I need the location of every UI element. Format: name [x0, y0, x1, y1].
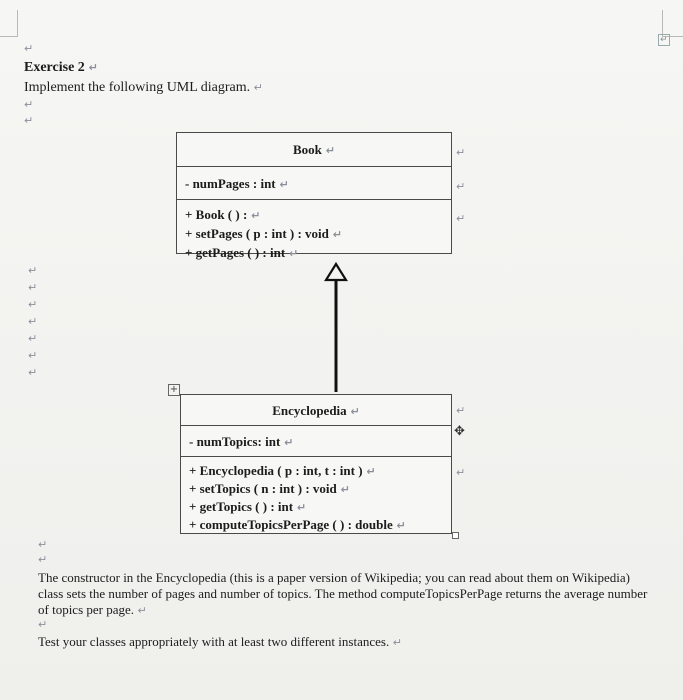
paragraph-mark-icon: ↵	[24, 114, 34, 127]
paragraph-mark-icon: ↵	[28, 349, 38, 362]
encyclopedia-class-name: Encyclopedia ↵	[181, 395, 451, 426]
paragraph-marks-column: ↵ ↵ ↵ ↵ ↵ ↵ ↵	[28, 262, 37, 381]
paragraph-mark-icon: ↵	[38, 553, 48, 566]
margin-corner-mark	[662, 36, 683, 37]
book-class-name: Book ↵	[177, 133, 451, 167]
encyclopedia-method: + computeTopicsPerPage ( ) : double ↵	[189, 517, 406, 532]
book-method: + Book ( ) : ↵	[185, 207, 261, 222]
paragraph-mark-icon: ↵	[28, 366, 38, 379]
book-method: + setPages ( p : int ) : void ↵	[185, 226, 342, 241]
encyclopedia-method: + setTopics ( n : int ) : void ↵	[189, 481, 350, 496]
encyclopedia-method: + getTopics ( ) : int ↵	[189, 499, 307, 514]
book-class-box: Book ↵ - numPages : int ↵ + Book ( ) : ↵…	[176, 132, 452, 260]
encyclopedia-attributes: - numTopics: int ↵	[181, 426, 451, 457]
book-method: + getPages ( ) : int ↵	[185, 245, 299, 260]
margin-corner-mark	[17, 10, 18, 36]
cell-end-mark-icon: ↵	[456, 180, 466, 193]
paragraph-mark-icon: ↵	[28, 315, 38, 328]
cell-end-mark-icon: ↵	[456, 466, 466, 479]
anchor-icon: ↵	[658, 34, 670, 46]
paragraph-mark-icon: ↵	[28, 281, 38, 294]
encyclopedia-method: + Encyclopedia ( p : int, t : int ) ↵	[189, 463, 376, 478]
table-resize-handle-icon[interactable]	[452, 532, 459, 539]
paragraph-mark-icon: ↵	[38, 618, 48, 631]
margin-corner-mark	[0, 36, 18, 37]
encyclopedia-methods: + Encyclopedia ( p : int, t : int ) ↵ + …	[181, 457, 451, 534]
cell-end-mark-icon: ↵	[456, 146, 466, 159]
inheritance-arrow-icon	[324, 261, 348, 392]
cell-end-mark-icon: ↵	[456, 212, 466, 225]
book-attributes: - numPages : int ↵	[177, 167, 451, 200]
cell-end-mark-icon: ↵	[456, 404, 466, 417]
cursor-move-icon: ✥	[454, 424, 465, 439]
paragraph-mark-icon: ↵	[24, 42, 34, 55]
book-methods: + Book ( ) : ↵ + setPages ( p : int ) : …	[177, 200, 451, 263]
table-move-handle-icon[interactable]: +	[168, 384, 180, 396]
margin-corner-mark	[662, 10, 663, 36]
exercise-title: Exercise 2 ↵	[24, 60, 98, 75]
paragraph-mark-icon: ↵	[28, 332, 38, 345]
exercise-instruction: Implement the following UML diagram. ↵	[24, 80, 263, 95]
description-paragraph: The constructor in the Encyclopedia (thi…	[38, 570, 648, 617]
paragraph-mark-icon: ↵	[28, 298, 38, 311]
paragraph-mark-icon: ↵	[38, 538, 48, 551]
test-note: Test your classes appropriately with at …	[38, 634, 402, 649]
paragraph-mark-icon: ↵	[28, 264, 38, 277]
paragraph-mark-icon: ↵	[24, 98, 34, 111]
encyclopedia-class-box: Encyclopedia ↵ - numTopics: int ↵ + Ency…	[180, 394, 452, 534]
